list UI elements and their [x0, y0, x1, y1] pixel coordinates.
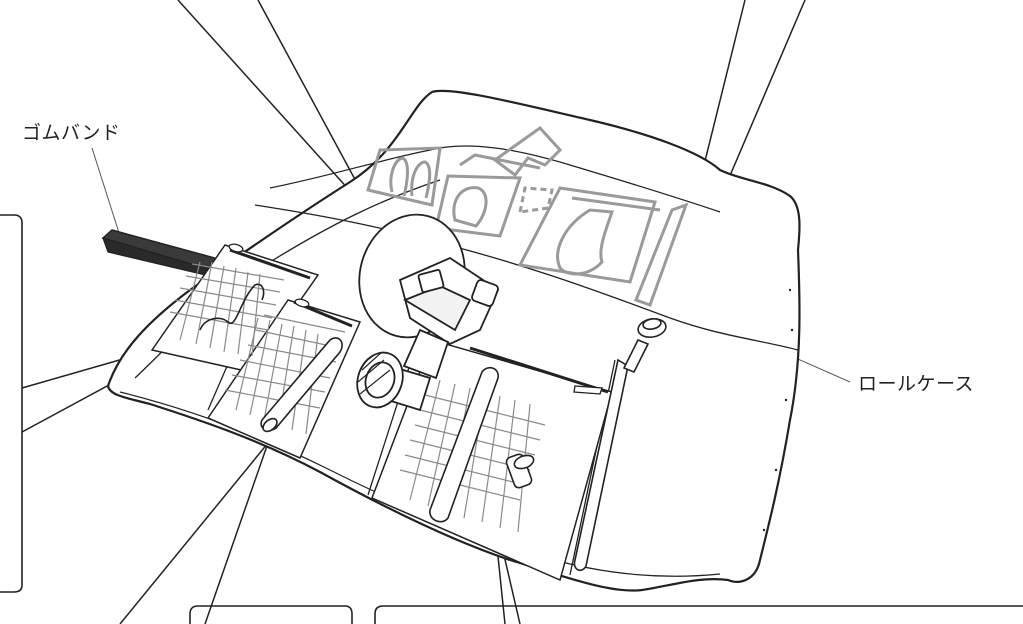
- bottom-left-callout-box: [190, 606, 352, 624]
- rubber-band: [103, 230, 222, 278]
- leader-bottom-1: [120, 443, 268, 624]
- left-callout-box: [0, 215, 22, 592]
- bottom-right-callout-box: [375, 606, 1023, 624]
- leader-bottom-2: [205, 443, 268, 624]
- rubber-band-leader: [92, 148, 120, 236]
- rubber-band-label: ゴムバンド: [22, 118, 120, 145]
- roll-case-label: ロールケース: [858, 369, 974, 396]
